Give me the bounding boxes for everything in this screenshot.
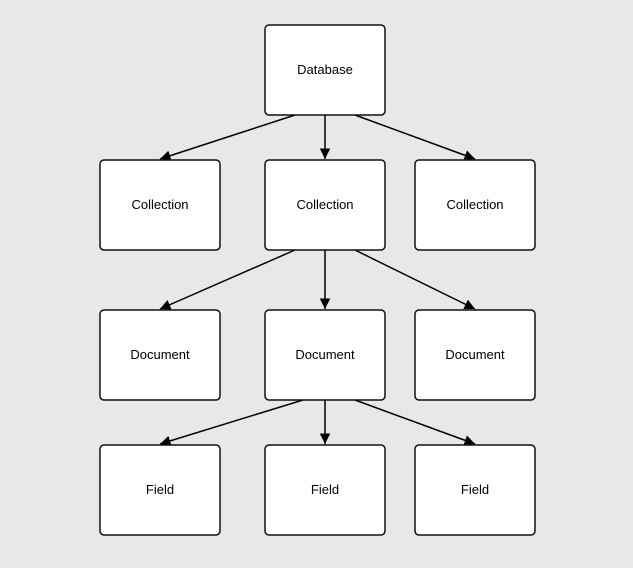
collection-label: Collection bbox=[446, 197, 503, 212]
field-label: Field bbox=[311, 482, 339, 497]
document-label: Document bbox=[295, 347, 355, 362]
field-label: Field bbox=[146, 482, 174, 497]
collection-label: Collection bbox=[296, 197, 353, 212]
edge-database-to-collection-3 bbox=[354, 114, 476, 161]
edge-document-to-field-3 bbox=[354, 399, 476, 446]
document-node-3[interactable]: Document bbox=[414, 309, 536, 401]
document-label: Document bbox=[130, 347, 190, 362]
collection-node-2[interactable]: Collection bbox=[264, 159, 386, 251]
database-node[interactable]: Database bbox=[264, 24, 386, 116]
field-node-2[interactable]: Field bbox=[264, 444, 386, 536]
field-label: Field bbox=[461, 482, 489, 497]
edge-collection-to-document-3 bbox=[354, 249, 476, 310]
edge-collection-to-document-1 bbox=[159, 249, 296, 310]
collection-node-3[interactable]: Collection bbox=[414, 159, 536, 251]
edge-database-to-collection-1 bbox=[159, 114, 296, 161]
field-node-3[interactable]: Field bbox=[414, 444, 536, 536]
collection-node-1[interactable]: Collection bbox=[99, 159, 221, 251]
document-node-2[interactable]: Document bbox=[264, 309, 386, 401]
edge-document-to-field-1 bbox=[159, 399, 304, 446]
collection-label: Collection bbox=[131, 197, 188, 212]
document-node-1[interactable]: Document bbox=[99, 309, 221, 401]
field-node-1[interactable]: Field bbox=[99, 444, 221, 536]
document-label: Document bbox=[445, 347, 505, 362]
database-label: Database bbox=[297, 62, 353, 77]
